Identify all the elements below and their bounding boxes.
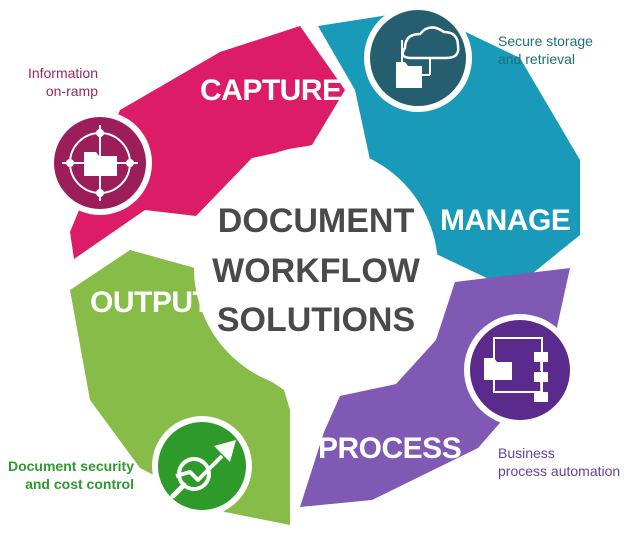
cloud-folder-icon bbox=[364, 4, 472, 112]
flowchart-icon bbox=[464, 314, 576, 426]
caption-information-on-ramp: Information on-ramp bbox=[8, 64, 98, 100]
caption-process-line-2: process automation bbox=[498, 463, 621, 479]
stage-label-manage: MANAGE bbox=[440, 204, 570, 237]
stage-label-capture: CAPTURE bbox=[200, 74, 342, 107]
caption-output-line-1: Document security bbox=[7, 458, 134, 474]
caption-storage-line-2: and retrieval bbox=[498, 51, 576, 67]
caption-storage-line-1: Secure storage bbox=[498, 33, 593, 49]
caption-business-process: Business process automation bbox=[498, 444, 638, 480]
caption-process-line-1: Business bbox=[498, 445, 555, 461]
target-folder-icon bbox=[48, 111, 152, 215]
caption-secure-storage: Secure storage and retrieval bbox=[498, 32, 633, 68]
capture-segment bbox=[70, 26, 345, 259]
caption-output-line-2: and cost control bbox=[25, 476, 134, 492]
stage-label-process: PROCESS bbox=[318, 432, 461, 465]
center-title-line-1: DOCUMENT bbox=[218, 202, 415, 240]
center-circle bbox=[194, 146, 438, 390]
center-title-line-3: SOLUTIONS bbox=[217, 301, 415, 339]
caption-information-line-1: Information bbox=[27, 65, 98, 81]
stage-label-output: OUTPUT bbox=[90, 286, 211, 319]
caption-information-line-2: on-ramp bbox=[45, 83, 98, 99]
caption-document-security: Document security and cost control bbox=[0, 457, 134, 493]
center-title-line-2: WORKFLOW bbox=[212, 252, 421, 290]
magnifier-chart-icon bbox=[152, 416, 252, 516]
